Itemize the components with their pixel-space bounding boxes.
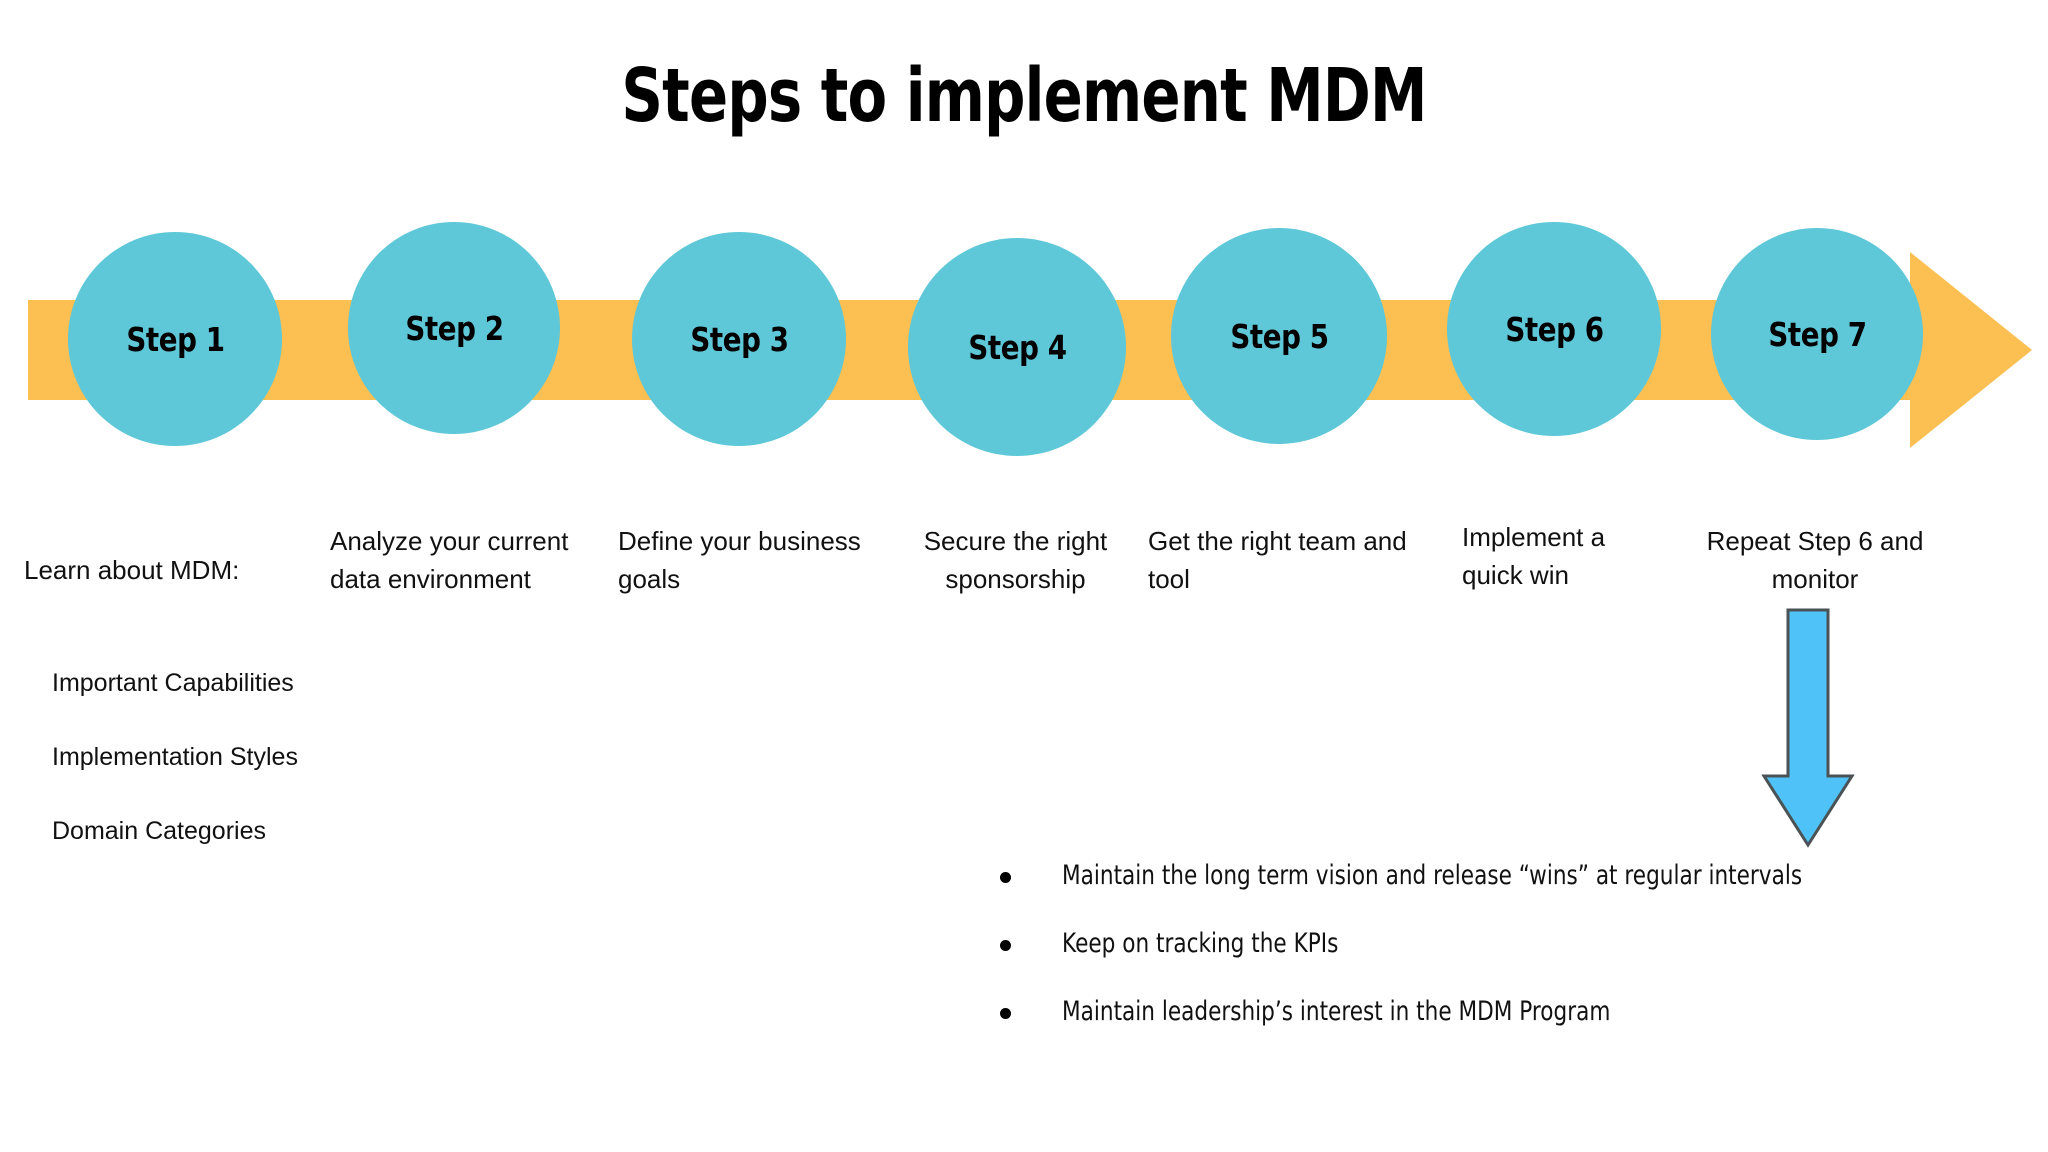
list-item: Keep on tracking the KPIs (1000, 928, 2020, 996)
step-caption-1: Learn about MDM: Important Capabilities … (24, 513, 324, 925)
step-circle-2[interactable]: Step 2 (348, 222, 560, 434)
step-badge-label: Step 2 (404, 308, 504, 348)
step-badge-label: Step 3 (689, 319, 789, 359)
step-badge-label: Step 7 (1767, 314, 1867, 354)
list-item: Maintain the long term vision and releas… (1000, 860, 2020, 928)
sub-list-item: Domain Categories (52, 817, 266, 845)
page-title: Steps to implement MDM (621, 53, 1427, 139)
process-arrow-head-icon (1910, 252, 2032, 448)
bullet-text: Keep on tracking the KPIs (1062, 928, 1339, 959)
step-badge-label: Step 4 (967, 327, 1067, 367)
step-circle-1[interactable]: Step 1 (68, 232, 282, 446)
step-caption-heading: Learn about MDM: (24, 555, 240, 585)
step-circle-4[interactable]: Step 4 (908, 238, 1126, 456)
step-circle-5[interactable]: Step 5 (1171, 228, 1387, 444)
bullet-dot-icon (1000, 1008, 1011, 1019)
step-1-sub-list: Important Capabilities Implementation St… (24, 627, 324, 887)
step-badge-label: Step 1 (125, 319, 225, 359)
bullet-text: Maintain leadership’s interest in the MD… (1062, 996, 1611, 1027)
details-bullet-list: Maintain the long term vision and releas… (1000, 860, 2020, 1064)
step-badge-label: Step 5 (1229, 316, 1329, 356)
down-arrow-icon (1761, 608, 1855, 848)
bullet-dot-icon (1000, 872, 1011, 883)
step-circle-3[interactable]: Step 3 (632, 232, 846, 446)
bullet-dot-icon (1000, 940, 1011, 951)
bullet-text: Maintain the long term vision and releas… (1062, 860, 1803, 891)
step-caption-7: Repeat Step 6 and monitor (1706, 526, 1924, 594)
step-caption-5: Get the right team and tool (1148, 526, 1407, 594)
step-circle-6[interactable]: Step 6 (1447, 222, 1661, 436)
list-item: Maintain leadership’s interest in the MD… (1000, 996, 2020, 1064)
step-caption-4: Secure the right sponsorship (923, 526, 1108, 594)
step-badge-label: Step 6 (1504, 309, 1604, 349)
step-caption-2: Analyze your current data environment (330, 526, 569, 594)
sub-list-item: Important Capabilities (52, 669, 294, 697)
step-caption-3: Define your business goals (618, 526, 861, 594)
step-caption-6: Implement a quick win (1462, 522, 1606, 590)
step-circle-7[interactable]: Step 7 (1711, 228, 1923, 440)
sub-list-item: Implementation Styles (52, 743, 298, 771)
